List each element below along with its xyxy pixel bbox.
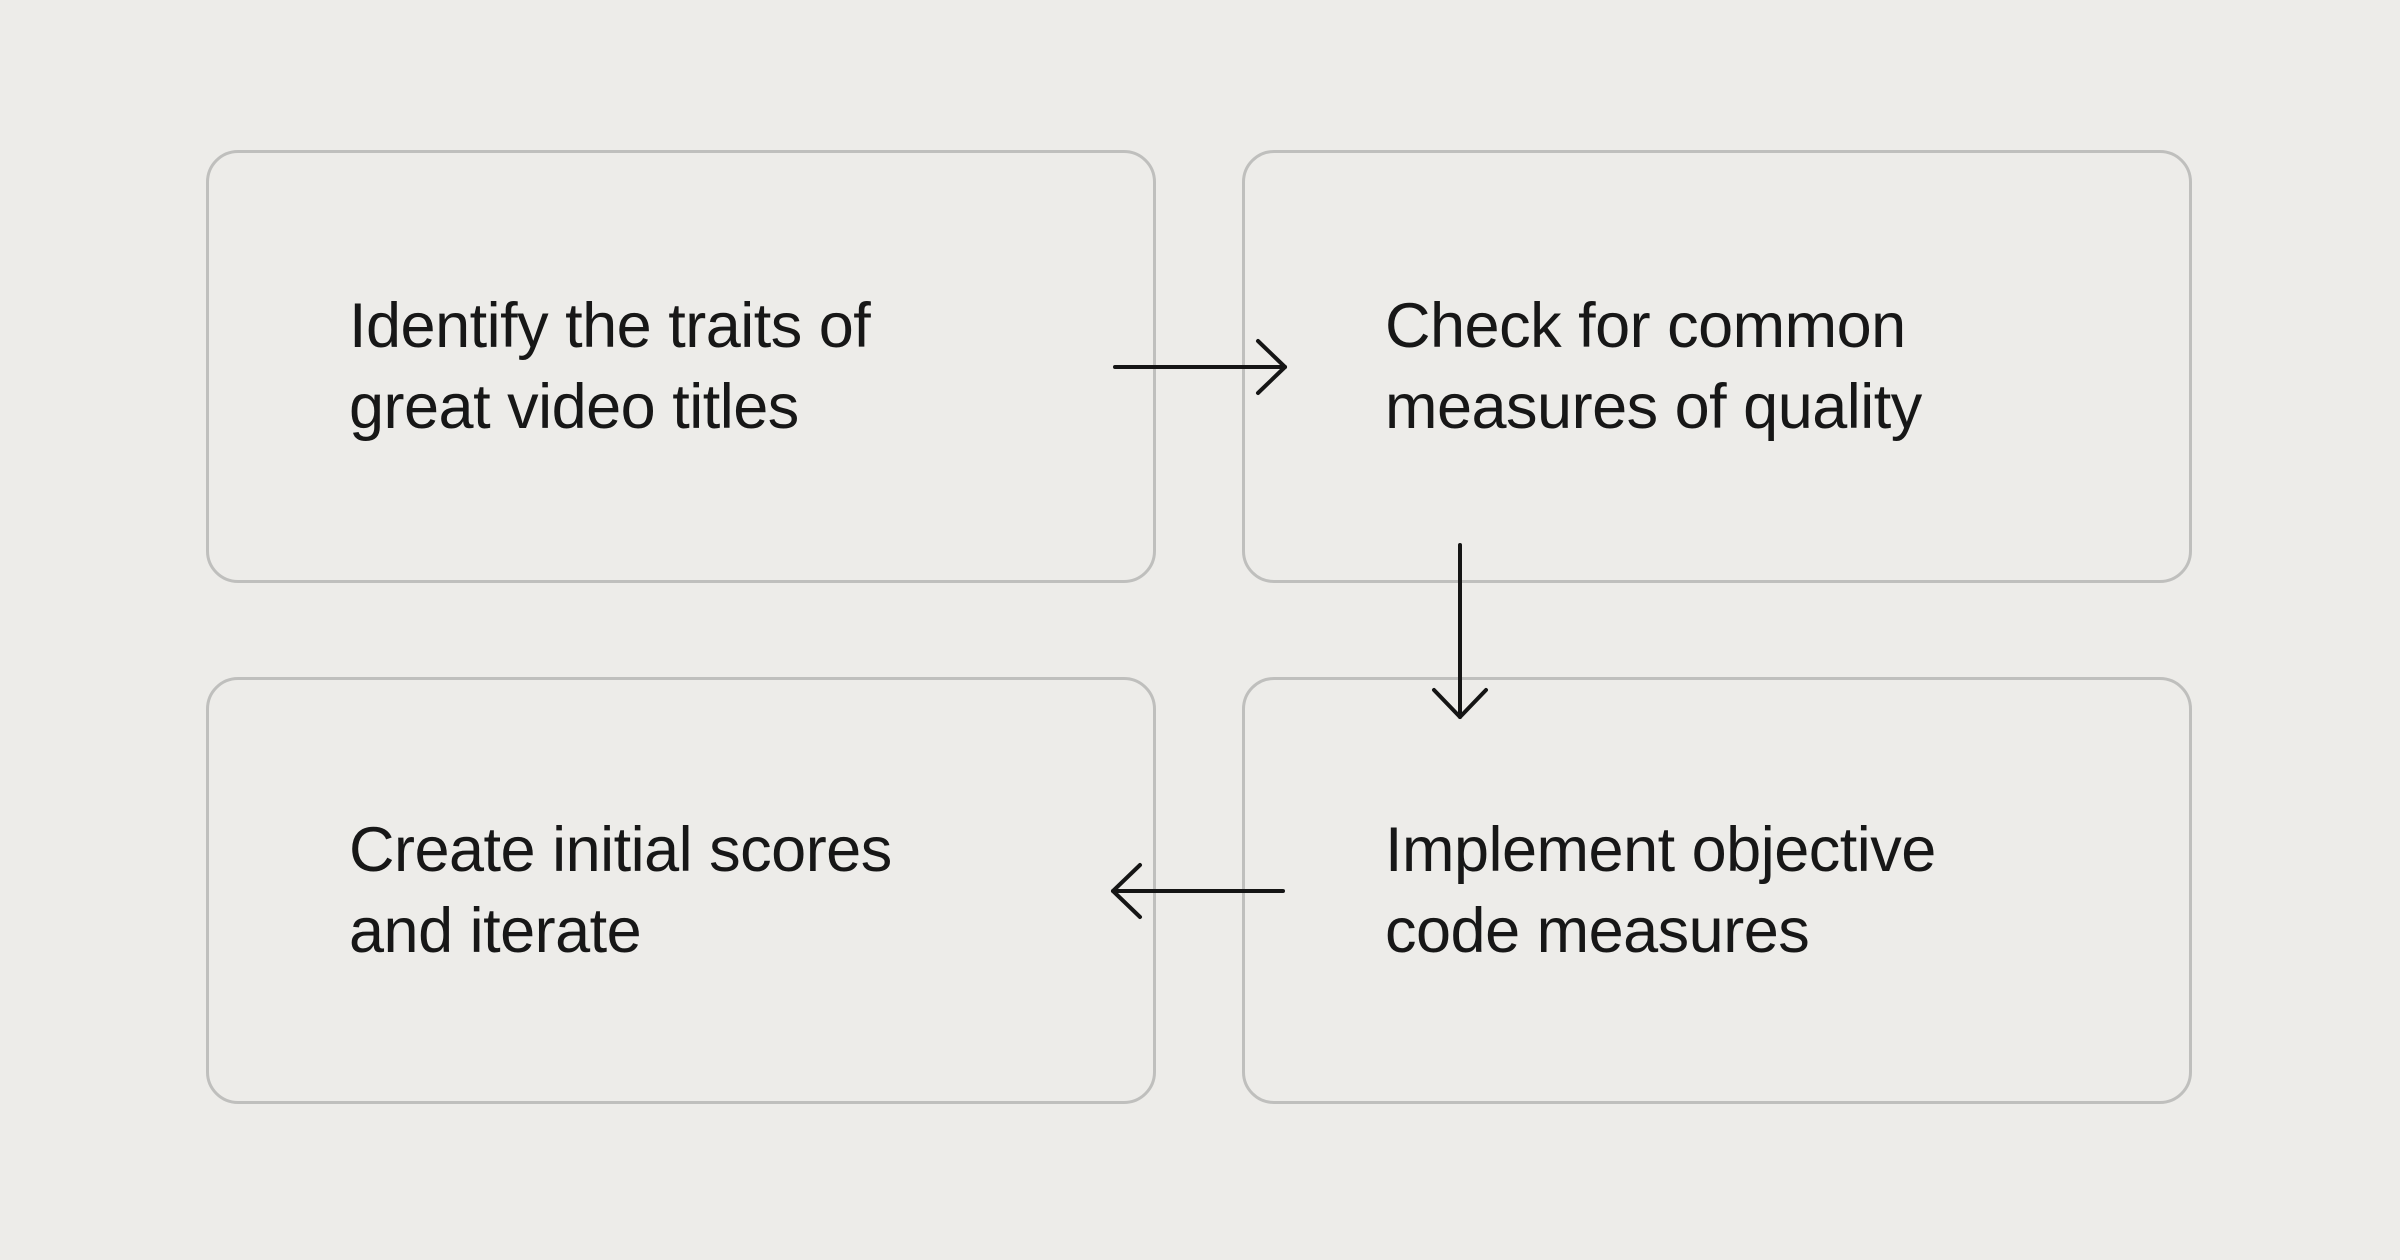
flow-node-label: Implement objective code measures [1385, 814, 1936, 966]
flow-node-label: Create initial scores and iterate [349, 814, 892, 966]
flow-node-label: Check for common measures of quality [1385, 290, 1922, 442]
flow-node-implement-measures: Implement objective code measures [1242, 677, 2192, 1104]
flow-node-identify-traits: Identify the traits of great video title… [206, 150, 1156, 583]
flow-node-create-scores: Create initial scores and iterate [206, 677, 1156, 1104]
flow-node-label: Identify the traits of great video title… [349, 290, 871, 442]
flow-node-check-quality: Check for common measures of quality [1242, 150, 2192, 583]
